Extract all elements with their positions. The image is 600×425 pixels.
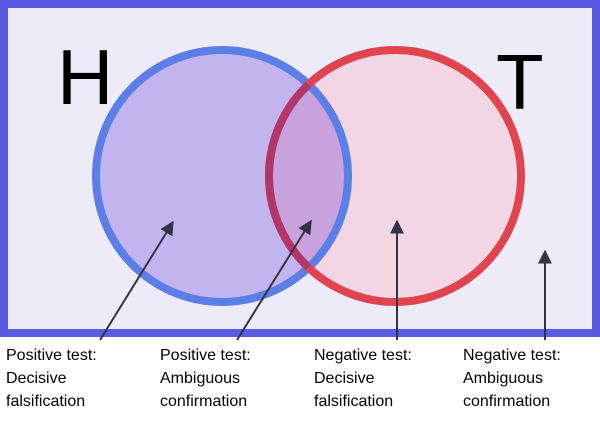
caption-line: Ambiguous [463,370,544,387]
caption-line: Positive test: [160,347,251,364]
caption-negative-decisive: Negative test: Decisive falsification [314,344,412,413]
caption-line: confirmation [463,393,551,410]
caption-line: Ambiguous [160,370,241,387]
arrow-positive-decisive [99,220,174,341]
h-set-circle [92,46,352,306]
t-set-circle-overlap [265,50,348,302]
caption-line: confirmation [160,393,248,410]
caption-positive-decisive: Positive test: Decisive falsification [6,344,97,413]
caption-positive-ambiguous: Positive test: Ambiguous confirmation [160,344,251,413]
h-set-label: H [57,33,113,121]
caption-line: Positive test: [6,347,97,364]
caption-line: Decisive [314,370,375,387]
t-set-label: T [496,38,544,126]
caption-line: Negative test: [463,347,561,364]
caption-line: Negative test: [314,347,412,364]
caption-line: Decisive [6,370,67,387]
caption-negative-ambiguous: Negative test: Ambiguous confirmation [463,344,561,413]
arrow-positive-ambiguous [236,219,312,341]
caption-line: falsification [6,393,86,410]
caption-line: falsification [314,393,394,410]
